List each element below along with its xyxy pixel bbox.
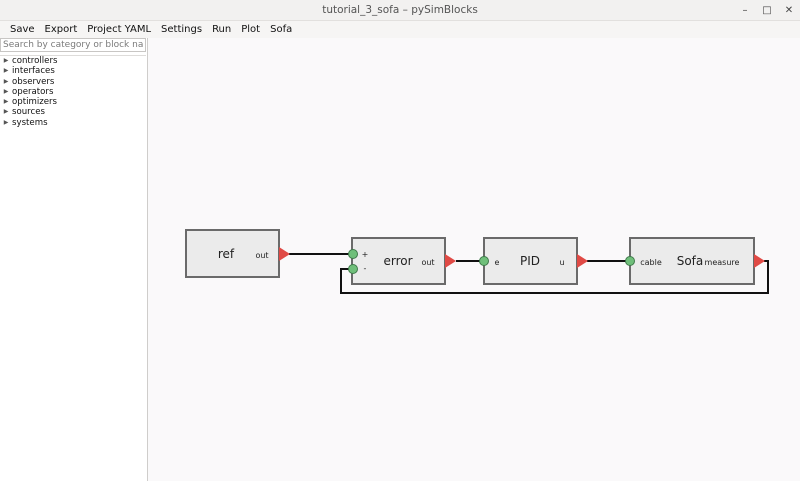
menu-sofa[interactable]: Sofa [270, 24, 293, 35]
block-sofa[interactable]: Sofa cable measure [625, 237, 766, 285]
block-search-input[interactable] [0, 38, 146, 52]
block-ref-output-port[interactable] [279, 247, 290, 261]
block-pid-output-port[interactable] [577, 254, 588, 268]
block-sofa-in-label: cable [640, 258, 662, 267]
block-sofa-input-port[interactable] [625, 256, 635, 266]
block-sofa-out-label: measure [705, 258, 740, 267]
category-operators[interactable]: ▶ operators [0, 87, 146, 97]
block-error-minus-label: - [364, 264, 367, 273]
block-sofa-output-port[interactable] [754, 254, 765, 268]
minimize-icon[interactable]: – [742, 4, 748, 16]
menu-save[interactable]: Save [10, 24, 35, 35]
block-pid-body[interactable] [483, 237, 578, 285]
expand-arrow-icon[interactable]: ▶ [3, 98, 9, 106]
category-controllers[interactable]: ▶ controllers [0, 56, 146, 66]
category-label: controllers [12, 56, 58, 66]
expand-arrow-icon[interactable]: ▶ [3, 108, 9, 116]
block-pid-input-port[interactable] [479, 256, 489, 266]
category-label: optimizers [12, 97, 58, 108]
expand-arrow-icon[interactable]: ▶ [3, 118, 9, 126]
block-ref-title: ref [218, 247, 235, 261]
category-label: systems [12, 117, 48, 128]
menu-export[interactable]: Export [44, 24, 78, 35]
block-pid-title: PID [520, 254, 540, 268]
window-title: tutorial_3_sofa – pySimBlocks [322, 4, 478, 16]
category-systems[interactable]: ▶ systems [0, 118, 146, 128]
category-label: sources [12, 107, 46, 118]
menu-run[interactable]: Run [212, 24, 232, 35]
block-sofa-title: Sofa [677, 254, 704, 268]
menu-plot[interactable]: Plot [241, 24, 261, 35]
menu-bar: Save Export Project YAML Settings Run Pl… [0, 21, 800, 39]
category-label: interfaces [12, 66, 55, 77]
block-error[interactable]: error + - out [348, 237, 457, 285]
block-error-out-label: out [421, 258, 434, 267]
maximize-icon[interactable]: □ [762, 4, 772, 16]
expand-arrow-icon[interactable]: ▶ [3, 77, 9, 85]
wires [289, 253, 769, 294]
block-library-sidebar: ▶ controllers ▶ interfaces ▶ observers ▶… [0, 38, 148, 481]
menu-project-yaml[interactable]: Project YAML [87, 24, 152, 35]
block-error-plus-label: + [362, 250, 369, 259]
block-pid-out-label: u [559, 258, 564, 267]
category-interfaces[interactable]: ▶ interfaces [0, 66, 146, 76]
block-error-output-port[interactable] [445, 254, 456, 268]
diagram-canvas[interactable]: ref out error + - out PID e u Sofa [148, 38, 800, 481]
block-error-title: error [383, 254, 412, 268]
category-tree: ▶ controllers ▶ interfaces ▶ observers ▶… [0, 55, 146, 128]
title-bar: tutorial_3_sofa – pySimBlocks – □ ✕ [0, 0, 800, 21]
category-observers[interactable]: ▶ observers [0, 77, 146, 87]
category-sources[interactable]: ▶ sources [0, 107, 146, 117]
block-ref-body[interactable] [185, 229, 280, 278]
category-label: observers [12, 76, 55, 87]
window-controls: – □ ✕ [734, 0, 800, 20]
block-pid[interactable]: PID e u [479, 237, 589, 285]
expand-arrow-icon[interactable]: ▶ [3, 67, 9, 75]
category-label: operators [12, 86, 54, 97]
block-error-input-plus-port[interactable] [348, 249, 358, 259]
block-error-input-minus-port[interactable] [348, 264, 358, 274]
block-error-body[interactable] [351, 237, 446, 285]
block-pid-in-label: e [495, 258, 500, 267]
block-ref-out-label: out [255, 251, 268, 260]
wire-feedback[interactable] [340, 260, 769, 294]
diagram-svg: ref out error + - out PID e u Sofa [185, 229, 769, 294]
expand-arrow-icon[interactable]: ▶ [3, 87, 9, 95]
category-optimizers[interactable]: ▶ optimizers [0, 97, 146, 107]
close-icon[interactable]: ✕ [784, 4, 794, 16]
menu-settings[interactable]: Settings [161, 24, 203, 35]
block-ref[interactable]: ref out [185, 229, 290, 278]
expand-arrow-icon[interactable]: ▶ [3, 57, 9, 64]
